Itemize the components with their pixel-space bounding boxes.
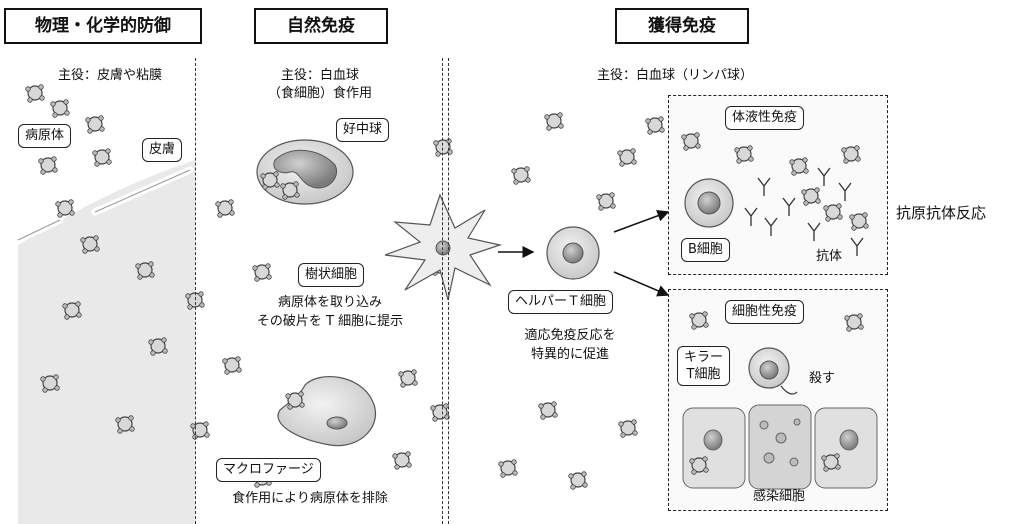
antibody-label: 抗体	[815, 249, 842, 264]
arrow-to-humoral	[613, 210, 670, 233]
acquired-immunity-title: 獲得免疫	[615, 8, 749, 44]
neutrophil-label: 好中球	[336, 118, 390, 142]
antigen-antibody-reaction-label: 抗原抗体反応	[896, 204, 987, 222]
killer-t-line2: T細胞	[686, 367, 721, 382]
acquired-main-role: 主役：白血球（リンパ球）	[596, 68, 753, 83]
pathogen-label: 病原体	[18, 124, 72, 148]
separator-physical-innate	[195, 58, 196, 524]
killer-t-line1: キラー	[684, 350, 724, 365]
macrophage-desc: 食作用により病原体を排除	[232, 491, 388, 506]
infected-cell-label: 感染細胞	[752, 489, 805, 504]
dendritic-cell-label: 樹状細胞	[298, 263, 365, 287]
macrophage-label: マクロファージ	[216, 458, 321, 482]
innate-main-role-line1: 主役：白血球	[280, 68, 359, 83]
arrow-to-cellular	[613, 271, 670, 297]
cellular-illustration	[682, 311, 878, 490]
humoral-illustration	[681, 132, 869, 257]
skin-label: 皮膚	[142, 138, 183, 162]
innate-main-role-line2: （食細胞）食作用	[267, 86, 372, 101]
neutrophil-cell	[256, 139, 354, 205]
helper-desc-line1: 適応免疫反応を	[524, 328, 616, 343]
cellular-immunity-title: 細胞性免疫	[725, 300, 805, 324]
helper-desc-line2: 特異的に促進	[530, 347, 609, 362]
b-cell-label: B細胞	[681, 238, 730, 262]
helper-t-cell-label: ヘルパーＴ細胞	[508, 290, 614, 314]
physical-defense-title: 物理・化学的防御	[4, 8, 202, 44]
cellular-immunity-box: 細胞性免疫 キラー T細胞 殺す 感染細胞	[668, 289, 888, 511]
physical-main-role: 主役：皮膚や粘膜	[57, 68, 162, 83]
helper-t-cell-shape	[546, 226, 600, 280]
kill-label: 殺す	[809, 371, 836, 386]
innate-immunity-title: 自然免疫	[254, 8, 388, 44]
dendritic-desc-line2: その破片を T 細胞に提示	[256, 314, 404, 329]
killer-t-cell-label: キラー T細胞	[677, 346, 731, 386]
dendritic-desc-line1: 病原体を取り込み	[277, 295, 382, 310]
humoral-immunity-box: 体液性免疫 B細胞 抗体	[668, 95, 888, 275]
skin-layer	[18, 160, 195, 524]
separator-innate-acquired-a	[442, 58, 443, 524]
separator-innate-acquired-b	[448, 58, 449, 524]
macrophage-cell	[277, 376, 377, 447]
humoral-immunity-title: 体液性免疫	[725, 106, 805, 130]
